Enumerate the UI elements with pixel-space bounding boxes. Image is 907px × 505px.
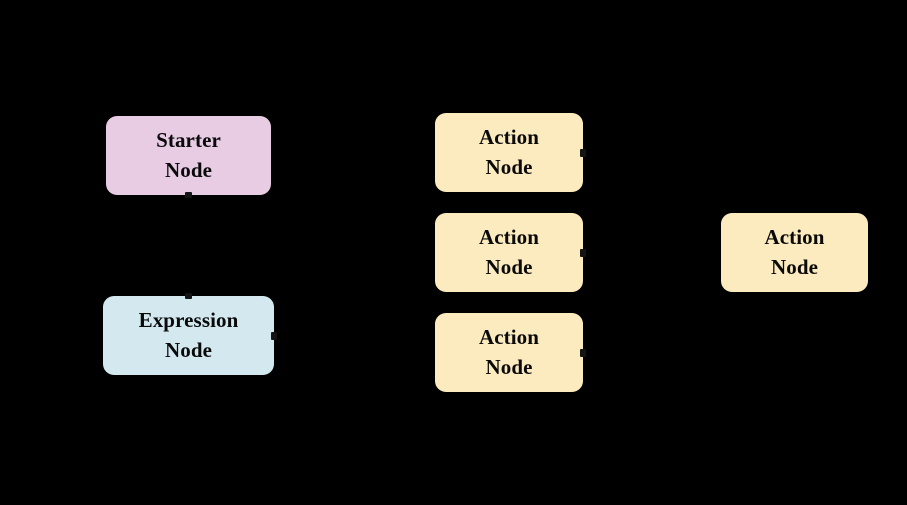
action-node-2-label-line1: Action	[478, 224, 540, 249]
expression-node-label-line2: Node	[164, 337, 213, 362]
expression-node-label-line1: Expression	[138, 307, 239, 332]
action-node-4[interactable]: Action Node	[721, 213, 868, 292]
action-node-3[interactable]: Action Node	[435, 313, 586, 392]
action-node-3-label-line1: Action	[478, 324, 540, 349]
action-node-1-output-port[interactable]	[580, 148, 586, 157]
action-node-1-label-line1: Action	[478, 124, 540, 149]
expression-node[interactable]: Expression Node	[103, 293, 277, 375]
action-node-2-label-line2: Node	[485, 254, 533, 279]
starter-node-label-line1: Starter	[156, 127, 221, 152]
starter-node-output-port[interactable]	[185, 192, 192, 198]
action-node-1[interactable]: Action Node	[435, 113, 586, 192]
action-node-4-label-line2: Node	[770, 254, 819, 279]
action-node-3-label-line2: Node	[485, 354, 533, 379]
action-node-2[interactable]: Action Node	[435, 213, 586, 292]
starter-node[interactable]: Starter Node	[106, 116, 271, 198]
action-node-1-label-line2: Node	[485, 154, 533, 179]
expression-node-input-port[interactable]	[185, 293, 192, 299]
action-node-3-output-port[interactable]	[580, 348, 586, 357]
action-node-4-label-line1: Action	[764, 224, 825, 249]
starter-node-label-line2: Node	[164, 157, 213, 182]
action-node-2-output-port[interactable]	[580, 248, 586, 257]
expression-node-output-port[interactable]	[271, 331, 277, 340]
